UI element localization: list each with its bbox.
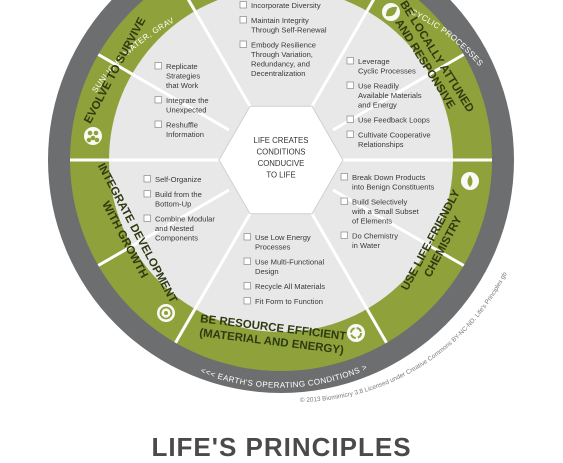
principle-item-text: Use Readily <box>358 82 399 91</box>
principle-item-text: Redundancy, and <box>251 60 310 69</box>
checkbox-icon <box>243 233 251 241</box>
center-text-line: CONDITIONS <box>257 148 306 157</box>
sector-divider <box>174 211 253 344</box>
principle-item-text: Cultivate Cooperative <box>358 131 431 140</box>
dna-dot <box>94 137 100 143</box>
principle-item-text: Self-Organize <box>155 175 201 184</box>
dna-cluster-icon <box>84 127 102 145</box>
recycle-icon <box>347 324 365 342</box>
sector-divider <box>97 53 230 132</box>
checkbox-icon <box>346 81 354 89</box>
principle-item-text: Break Down Products <box>352 173 426 182</box>
checkbox-icon <box>154 120 162 128</box>
checkbox-icon <box>239 40 247 48</box>
principle-item-text: Leverage <box>358 57 390 66</box>
checkbox-icon <box>340 173 348 181</box>
dna-dot <box>87 130 93 136</box>
checkbox-icon <box>143 190 151 198</box>
checkbox-icon <box>243 257 251 265</box>
principle-item-text: Incorporate Diversity <box>251 1 321 10</box>
principle-item-text: Use Multi-Functional <box>255 258 325 267</box>
principle-item-text: Processes <box>255 243 291 252</box>
center-text-line: CONDUCIVE <box>258 159 305 168</box>
checkbox-icon <box>346 115 354 123</box>
checkbox-icon <box>243 297 251 305</box>
checkbox-icon <box>340 231 348 239</box>
principle-item-text: Through Variation, <box>251 50 313 59</box>
dna-dot <box>93 130 99 136</box>
center-text-line: TO LIFE <box>266 171 295 180</box>
checkbox-icon <box>143 175 151 183</box>
checkbox-icon <box>346 57 354 65</box>
principle-item-text: Fit Form to Function <box>255 297 323 306</box>
principle-item-text: Integrate the <box>166 96 209 105</box>
center-text-line: LIFE CREATES <box>254 136 309 145</box>
leaf-shape <box>386 6 397 17</box>
principle-item-text: with a Small Subset <box>351 207 420 216</box>
sector-divider <box>309 0 376 109</box>
principle-item-text: Do Chemistry <box>352 232 398 241</box>
principle-item-text: in Water <box>352 241 380 250</box>
target-icon <box>157 304 175 322</box>
principle-item-text: and Nested <box>155 224 194 233</box>
center-hexagon <box>218 105 344 215</box>
sector-divider <box>332 53 465 132</box>
dna-dot <box>90 135 96 141</box>
checkbox-icon <box>154 62 162 70</box>
principle-item-text: Maintain Integrity <box>251 16 309 25</box>
leaf-icon <box>382 3 400 21</box>
principle-item-text: Combine Modular <box>155 215 215 224</box>
principle-item-text: Design <box>255 267 279 276</box>
checkbox-icon <box>340 197 348 205</box>
principle-item-text: Recycle All Materials <box>255 282 325 291</box>
recycle-icon-bg <box>347 324 365 342</box>
checkbox-icon <box>346 130 354 138</box>
checkbox-icon <box>143 214 151 222</box>
water-drop-icon <box>461 172 479 190</box>
principle-item-text: Information <box>166 130 204 139</box>
sector-divider <box>309 211 388 344</box>
principle-item-text: into Benign Constituents <box>352 183 435 192</box>
checkbox-icon <box>243 282 251 290</box>
principle-item-text: Replicate <box>166 62 198 71</box>
principle-item-text: Components <box>155 234 198 243</box>
principle-item-text: Bottom-Up <box>155 200 191 209</box>
principle-item-text: Cyclic Processes <box>358 67 416 76</box>
principle-item-text: Available Materials <box>358 91 422 100</box>
checkbox-icon <box>154 96 162 104</box>
principle-item-text: Build Selectively <box>352 198 407 207</box>
recycle-ring <box>350 327 362 339</box>
principle-item-text: Through Self-Renewal <box>251 26 327 35</box>
dna-dot <box>86 137 92 143</box>
principle-item-text: and Energy <box>358 101 397 110</box>
principle-item-text: Build from the <box>155 190 202 199</box>
principle-item-text: Strategies <box>166 72 200 81</box>
principle-item-text: Use Feedback Loops <box>358 116 430 125</box>
diagram-title: LIFE'S PRINCIPLES <box>151 432 412 462</box>
principle-item-text: Use Low Energy <box>255 233 311 242</box>
principle-item-text: Decentralization <box>251 69 305 78</box>
checkbox-icon <box>239 1 247 9</box>
principle-item-text: Reshuffle <box>166 121 198 130</box>
principle-item-text: of Elements <box>352 217 392 226</box>
sector-divider <box>97 188 230 267</box>
principle-item-text: Unexpected <box>166 106 207 115</box>
sector-divider <box>186 0 253 109</box>
principle-item-text: Embody Resilience <box>251 41 316 50</box>
target-ring <box>159 306 173 320</box>
sector-divider <box>332 188 465 267</box>
principle-item-text: that Work <box>166 81 199 90</box>
principle-item-text: Relationships <box>358 140 404 149</box>
drop-shape <box>467 175 473 187</box>
target-dot <box>164 311 168 315</box>
checkbox-icon <box>239 16 247 24</box>
